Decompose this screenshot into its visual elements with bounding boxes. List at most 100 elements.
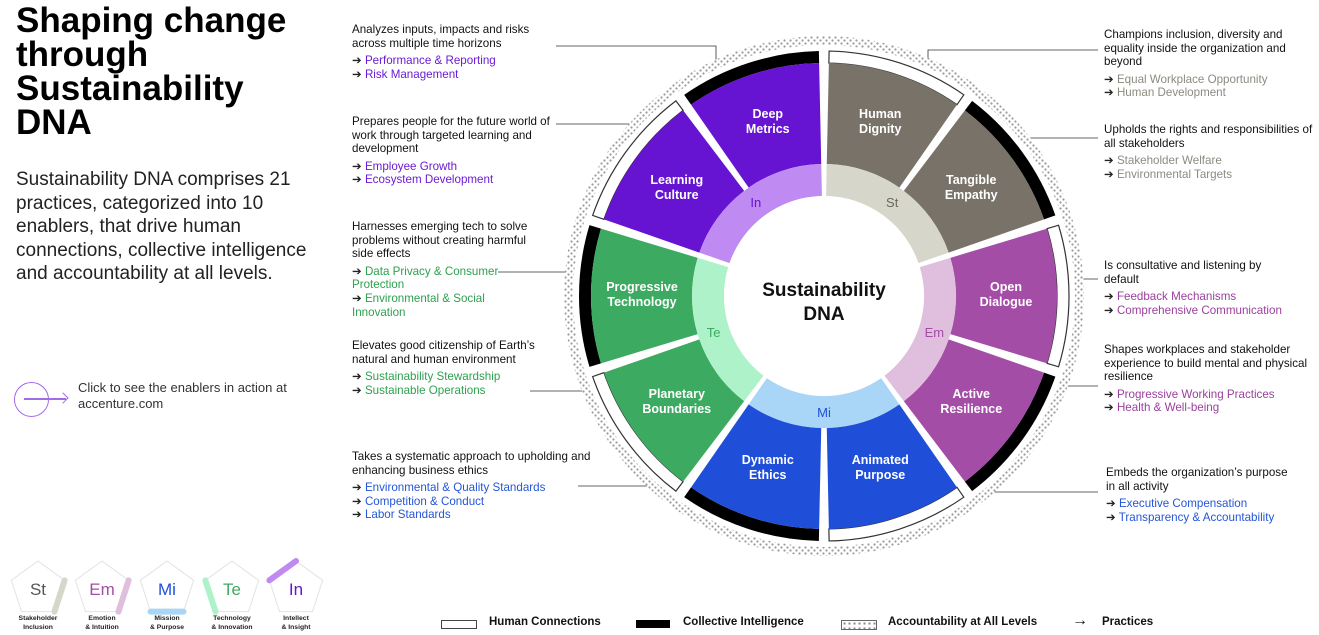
center-circle [724, 196, 924, 396]
enabler-description-planetary-boundaries: Elevates good citizenship of Earth’s nat… [352, 339, 542, 397]
group-legend-name: Emotion& Intuition [85, 615, 119, 631]
collective-intelligence-band [964, 100, 1056, 220]
enabler-description-progressive-technology: Harnesses emerging tech to solve problem… [352, 220, 542, 319]
enabler-segment-active-resilience[interactable] [903, 339, 1045, 482]
collective-intelligence-band [964, 372, 1056, 492]
group-legend-name: Mission& Purpose [150, 615, 184, 631]
description-text: Prepares people for the future world of … [352, 115, 550, 156]
practice-item[interactable]: ➔ Environmental & Social Innovation [352, 291, 485, 319]
group-legend-abbr: St [30, 580, 46, 599]
practice-item[interactable]: ➔ Competition & Conduct [352, 494, 485, 508]
group-legend-accent [51, 577, 68, 615]
description-text: Shapes workplaces and stakeholder experi… [1104, 343, 1308, 384]
cta-link[interactable]: Click to see the enablers in action at a… [14, 378, 314, 422]
group-segment-technology-innovation [692, 257, 764, 402]
enabler-segments [579, 50, 1070, 542]
legend-collective-intelligence: Collective Intelligence [683, 616, 804, 628]
practice-item[interactable]: ➔ Health & Well-being [1104, 401, 1220, 415]
description-text: Elevates good citizenship of Earth’s nat… [352, 339, 535, 366]
practice-item[interactable]: ➔ Equal Workplace Opportunity [1104, 72, 1268, 86]
group-legend-abbr: Te [223, 580, 241, 599]
group-legend-accent [202, 577, 219, 615]
practice-item[interactable]: ➔ Environmental & Quality Standards [352, 481, 546, 495]
description-text: Analyzes inputs, impacts and risks acros… [352, 23, 530, 50]
practice-item[interactable]: ➔ Ecosystem Development [352, 173, 494, 187]
description-text: Is consultative and listening by default [1104, 259, 1262, 286]
enabler-segment-planetary-boundaries[interactable] [603, 339, 745, 482]
enabler-segment-open-dialogue[interactable] [950, 228, 1057, 364]
practice-item[interactable]: ➔ Employee Growth [352, 159, 458, 173]
practice-item[interactable]: ➔ Progressive Working Practices [1104, 387, 1275, 401]
enabler-segment-tangible-empathy[interactable] [903, 110, 1045, 253]
description-text: Harnesses emerging tech to solve problem… [352, 220, 528, 261]
practice-item[interactable]: ➔ Labor Standards [352, 508, 451, 522]
group-legend-pentagon [204, 560, 260, 613]
practice-item[interactable]: ➔ Stakeholder Welfare [1104, 154, 1222, 168]
practice-item[interactable]: ➔ Executive Compensation [1106, 497, 1248, 511]
group-legend-name: Intellect& Insight [281, 615, 311, 631]
legend-practices: Practices [1102, 616, 1154, 628]
group-abbr-st: St [886, 195, 899, 210]
collective-intelligence-band [684, 51, 820, 105]
practice-item[interactable]: ➔ Feedback Mechanisms [1104, 290, 1237, 304]
practice-item[interactable]: ➔ Environmental Targets [1104, 167, 1233, 181]
practice-item[interactable]: ➔ Sustainable Operations [352, 383, 486, 397]
enabler-description-active-resilience: Shapes workplaces and stakeholder experi… [1104, 343, 1309, 415]
enabler-description-learning-culture: Prepares people for the future world of … [352, 115, 552, 187]
group-abbr-te: Te [707, 325, 721, 340]
description-text: Takes a systematic approach to upholding… [352, 450, 591, 477]
practice-item[interactable]: ➔ Human Development [1104, 86, 1226, 100]
enabler-segment-animated-purpose[interactable] [826, 404, 957, 529]
practice-item[interactable]: ➔ Data Privacy & Consumer Protection [352, 264, 499, 292]
collective-intelligence-band [579, 225, 601, 367]
enabler-segment-deep-metrics[interactable] [691, 63, 822, 188]
group-legend-accent [115, 577, 132, 615]
enabler-description-tangible-empathy: Upholds the rights and responsibilities … [1104, 123, 1314, 181]
enabler-segment-progressive-technology[interactable] [590, 228, 698, 364]
practice-item[interactable]: ➔ Risk Management [352, 67, 459, 81]
group-segments [692, 164, 956, 429]
enabler-segment-learning-culture[interactable] [603, 110, 745, 253]
enabler-segment-dynamic-ethics[interactable] [691, 404, 822, 529]
enabler-description-open-dialogue: Is consultative and listening by default… [1104, 259, 1294, 317]
group-segment-mission-purpose [748, 378, 900, 429]
page-title: Shaping change through Sustainability DN… [16, 1, 287, 142]
enabler-description-human-dignity: Champions inclusion, diversity and equal… [1104, 28, 1309, 100]
collective-intelligence-swatch [636, 620, 670, 628]
arrow-right-icon [24, 398, 66, 400]
enabler-description-animated-purpose: Embeds the organization’s purpose in all… [1106, 466, 1296, 524]
practice-item[interactable]: ➔ Transparency & Accountability [1106, 510, 1275, 524]
cta-text: Click to see the enablers in action at a… [78, 380, 287, 411]
legend-human-connections: Human Connections [489, 616, 601, 628]
group-segment-intellect-insight [699, 164, 822, 264]
practices-arrow-icon: → [1072, 612, 1088, 629]
group-legend-accent [266, 558, 299, 584]
group-segment-stakeholder-inclusion [826, 164, 949, 264]
intro-text: Sustainability DNA comprises 21 practice… [16, 169, 307, 284]
enabler-segment-human-dignity[interactable] [826, 63, 957, 188]
group-legend-abbr: Mi [158, 580, 176, 599]
legend-accountability: Accountability at All Levels [888, 616, 1038, 628]
group-segment-emotion-intuition [884, 257, 956, 402]
practice-item[interactable]: ➔ Comprehensive Communication [1104, 303, 1282, 317]
group-legend-abbr: Em [89, 580, 115, 599]
group-legend-pentagon [74, 560, 130, 613]
group-abbr-in: In [750, 195, 761, 210]
description-text: Champions inclusion, diversity and equal… [1104, 28, 1286, 69]
group-legend-pentagon [10, 560, 66, 613]
practice-item[interactable]: ➔ Sustainability Stewardship [352, 370, 501, 384]
practice-item[interactable]: ➔ Performance & Reporting [352, 54, 496, 68]
collective-intelligence-band [684, 487, 820, 541]
